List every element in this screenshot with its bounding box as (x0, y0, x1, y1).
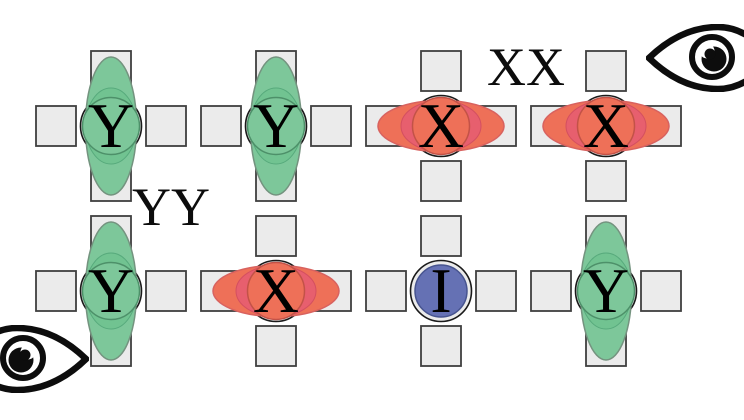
eye-pupil-core (19, 349, 31, 361)
flanker-square-bottom (585, 160, 627, 202)
flanker-square-right (475, 270, 517, 312)
stimulus-letter: Y (88, 255, 134, 326)
stimulus-letter: X (418, 90, 464, 161)
center-circle (576, 261, 636, 321)
flanker-square-left (530, 270, 572, 312)
stimulus-letter: X (583, 90, 629, 161)
flanker-square-bottom (255, 325, 297, 367)
group-label-yy: YY (132, 177, 210, 237)
eye-pupil-core (704, 48, 716, 60)
eye-icon (644, 23, 744, 93)
group-label-xx: XX (487, 37, 565, 97)
stimulus-cross-y-r2c4: Y (530, 215, 682, 367)
eye-icon-top-right (644, 23, 744, 93)
stimulus-cross-x-r1c4: X (530, 50, 682, 202)
stimulus-cross-y-r2c1: Y (35, 215, 187, 367)
center-circle (411, 96, 471, 156)
eye-icon-bottom-left (0, 324, 91, 394)
flanker-square-left (365, 270, 407, 312)
stimulus-letter: Y (88, 90, 134, 161)
center-circle (246, 261, 306, 321)
flanker-square-top (255, 215, 297, 257)
flanker-square-left (35, 105, 77, 147)
flanker-square-left (35, 270, 77, 312)
stimulus-cross-y-r1c2: Y (200, 50, 352, 202)
stimulus-cross-i-r2c3: I (365, 215, 517, 367)
center-circle (81, 261, 141, 321)
stimulus-letter: Y (583, 255, 629, 326)
stimulus-cross-x-r2c2: X (200, 215, 352, 367)
flanker-square-top (420, 50, 462, 92)
flanker-square-left (200, 105, 242, 147)
stimulus-cross-y-r1c1: Y (35, 50, 187, 202)
flanker-square-right (640, 270, 682, 312)
stimulus-letter: Y (253, 90, 299, 161)
stimulus-letter: I (430, 255, 451, 326)
stimulus-cross-x-r1c3: X (365, 50, 517, 202)
center-circle (576, 96, 636, 156)
center-circle (81, 96, 141, 156)
flanker-square-bottom (420, 325, 462, 367)
flanker-square-bottom (420, 160, 462, 202)
center-circle (414, 264, 468, 318)
flanker-square-right (310, 105, 352, 147)
flanker-square-right (145, 105, 187, 147)
flanker-square-top (420, 215, 462, 257)
center-circle (246, 96, 306, 156)
stimulus-letter: X (253, 255, 299, 326)
flanker-square-top (585, 50, 627, 92)
eye-icon (0, 324, 91, 394)
flanker-square-right (145, 270, 187, 312)
